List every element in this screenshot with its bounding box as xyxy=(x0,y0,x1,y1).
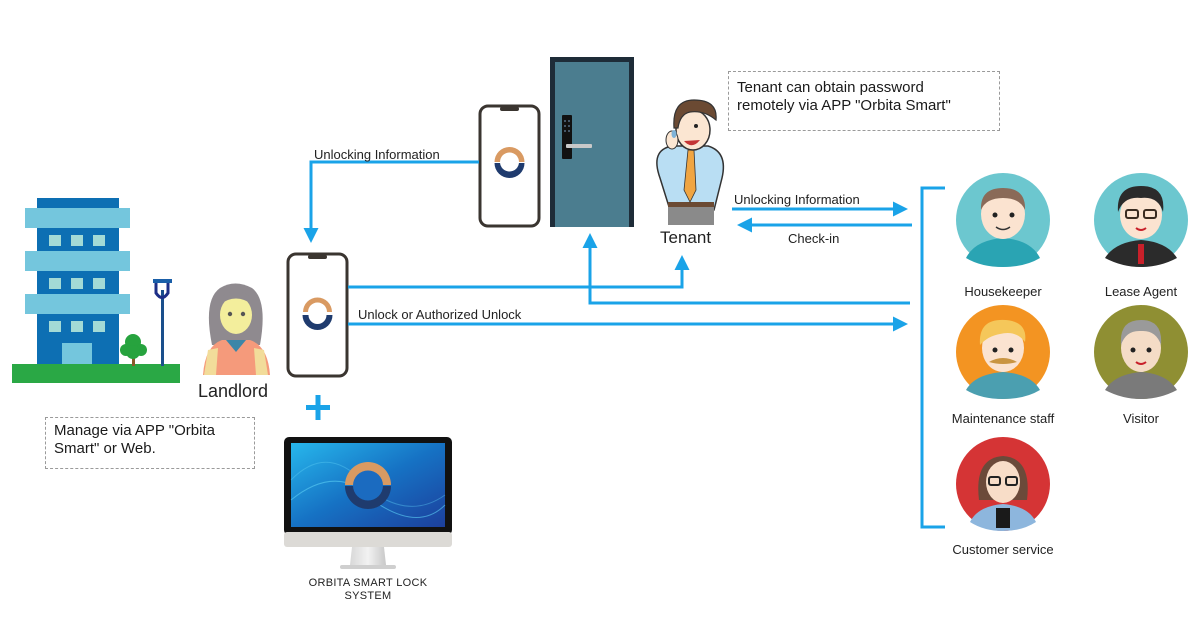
building-icon xyxy=(12,198,180,383)
tenant-label: Tenant xyxy=(660,228,712,247)
role-avatar-customer-service xyxy=(956,437,1050,531)
role-avatar-housekeeper xyxy=(956,173,1050,267)
tenant-avatar xyxy=(656,99,725,225)
orbita-logo-icon xyxy=(345,462,391,509)
landlord-note: Manage via APP "Orbita Smart" or Web. xyxy=(45,417,255,469)
role-avatar-maintenance-staff xyxy=(956,305,1050,399)
arrows xyxy=(303,160,945,529)
role-label-housekeeper: Housekeeper xyxy=(964,284,1042,299)
landlord-note-line1: Manage via APP "Orbita xyxy=(54,422,215,439)
tenant-note: Tenant can obtain password remotely via … xyxy=(728,71,1000,131)
tenant-note-line1: Tenant can obtain password xyxy=(737,79,924,96)
arrow-landlord-to-tenant xyxy=(348,255,690,289)
orbita-logo-icon xyxy=(302,297,333,331)
landlord-note-line2: Smart" or Web. xyxy=(54,440,156,457)
system-label-line2: SYSTEM xyxy=(344,590,392,602)
label-unlocking-info-to-landlord: Unlocking Information xyxy=(314,147,440,162)
role-label-customer-service: Customer service xyxy=(952,542,1054,557)
role-avatar-lease-agent xyxy=(1094,173,1188,267)
tenant-note-line2: remotely via APP "Orbita Smart" xyxy=(737,97,951,114)
role-label-lease-agent: Lease Agent xyxy=(1104,284,1178,299)
label-unlocking-info-to-roles: Unlocking Information xyxy=(734,192,860,207)
roles-bracket xyxy=(920,186,945,529)
plus-icon xyxy=(306,395,330,420)
landlord-phone[interactable] xyxy=(286,252,349,378)
arrow-unlocking-info-to-landlord xyxy=(303,160,479,243)
system-label-line1: ORBITA SMART LOCK xyxy=(308,577,428,589)
smart-door-icon xyxy=(550,57,634,227)
role-label-maintenance-staff: Maintenance staff xyxy=(951,411,1055,426)
role-label-visitor: Visitor xyxy=(1123,411,1159,426)
arrow-roles-to-door xyxy=(582,233,910,305)
door-phone[interactable] xyxy=(478,104,541,228)
label-unlock-or-authorized-unlock: Unlock or Authorized Unlock xyxy=(358,307,522,322)
system-label: ORBITA SMART LOCK SYSTEM xyxy=(268,577,468,603)
desktop-monitor xyxy=(284,437,452,569)
landlord-label: Landlord xyxy=(198,381,269,401)
label-check-in: Check-in xyxy=(788,231,840,246)
role-avatar-visitor xyxy=(1094,305,1188,399)
orbita-logo-icon xyxy=(494,147,525,178)
landlord-avatar xyxy=(203,283,270,375)
